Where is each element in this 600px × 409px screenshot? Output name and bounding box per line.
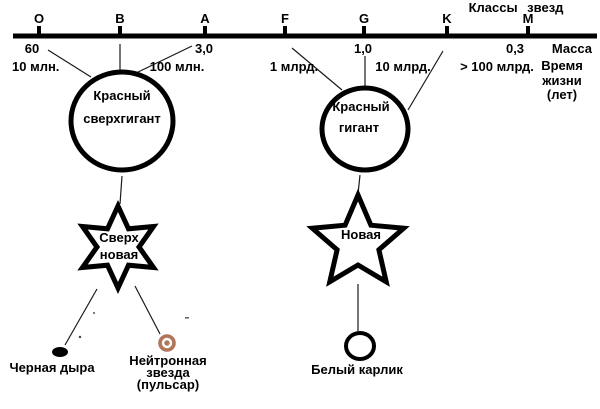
class-label-a: A: [200, 11, 210, 26]
mass-axis-label: Масса: [551, 41, 592, 56]
mass-value-o: 60: [24, 41, 40, 56]
axis-tick-k: [445, 26, 449, 34]
connector-line-o-supergiant: [47, 49, 92, 78]
connector-line-a-supergiant: [133, 45, 193, 75]
connector-line-k-giant: [407, 50, 444, 111]
mass-value-m: 0,3: [505, 41, 525, 56]
neutron-star-label-line1: Нейтронная: [129, 353, 207, 368]
lifetime-value-o: 10 млн.: [12, 59, 60, 74]
white-dwarf-label: Белый карлик: [311, 362, 403, 377]
white-dwarf-circle: [344, 331, 376, 361]
connector-lines: [47, 44, 444, 346]
axis-tick-o: [37, 26, 41, 34]
connector-line-f-giant: [291, 47, 343, 91]
lifetime-value-a: 100 млн.: [149, 59, 205, 74]
mass-value-g: 1,0: [353, 41, 373, 56]
nova-label: Новая: [341, 227, 381, 242]
class-label-g: G: [358, 11, 370, 26]
lifetime-value-k: 10 млрд.: [375, 59, 431, 74]
neutron-star-core: [164, 340, 170, 346]
class-label-m: M: [522, 11, 534, 26]
lifetime-axis-label-line3: (лет): [546, 87, 578, 102]
red-giant-label-line1: Красный: [332, 99, 390, 114]
black-hole-dot: [52, 347, 68, 357]
neutron-star-label-line2: звезда: [146, 365, 190, 380]
supernova-label-line2: новая: [99, 247, 139, 262]
lifetime-axis-label: Время жизни (лет): [532, 58, 592, 103]
speck: [78, 335, 82, 339]
axis-ticks: [37, 26, 530, 34]
speck: [93, 312, 95, 314]
red-giant-label-line2: гигант: [338, 120, 380, 135]
speck: [185, 317, 189, 319]
lifetime-value-f: 1 млрд.: [269, 59, 319, 74]
red-supergiant-label-line1: Красный: [93, 88, 151, 103]
class-label-b: B: [115, 11, 125, 26]
nova-star-shape: [306, 188, 410, 287]
lifetime-axis-label-line2: жизни: [542, 72, 582, 88]
connector-line-supernova-blackhole: [64, 288, 98, 346]
axis-tick-g: [362, 26, 366, 34]
red-supergiant-circle: [68, 69, 176, 173]
axis-tick-a: [203, 26, 207, 34]
spectral-axis-line: [13, 33, 597, 39]
axis-tick-b: [118, 26, 122, 34]
red-giant-circle: [319, 85, 411, 173]
lifetime-value-m: > 100 млрд.: [460, 59, 534, 74]
red-supergiant-label-line2: сверхгигант: [83, 111, 161, 126]
connector-line-supernova-neutron: [134, 285, 161, 335]
axis-tick-m: [526, 26, 530, 34]
neutron-star-label-line3: (пульсар): [136, 377, 200, 392]
lifetime-axis-label-line1: Время: [541, 58, 583, 73]
black-hole-label: Черная дыра: [9, 360, 95, 375]
supernova-star-shape: [77, 200, 159, 294]
class-label-o: O: [33, 11, 45, 26]
connector-line-supergiant-supernova: [119, 175, 123, 205]
neutron-star-label: Нейтронная звезда (пульсар): [129, 353, 207, 392]
axis-tick-f: [283, 26, 287, 34]
class-label-k: K: [442, 11, 452, 26]
neutron-star-donut: [158, 334, 176, 352]
supernova-label-line1: Сверх: [99, 230, 139, 245]
mass-value-a: 3,0: [194, 41, 214, 56]
class-label-f: F: [281, 11, 289, 26]
diagram-title: Классы звезд: [468, 0, 564, 15]
